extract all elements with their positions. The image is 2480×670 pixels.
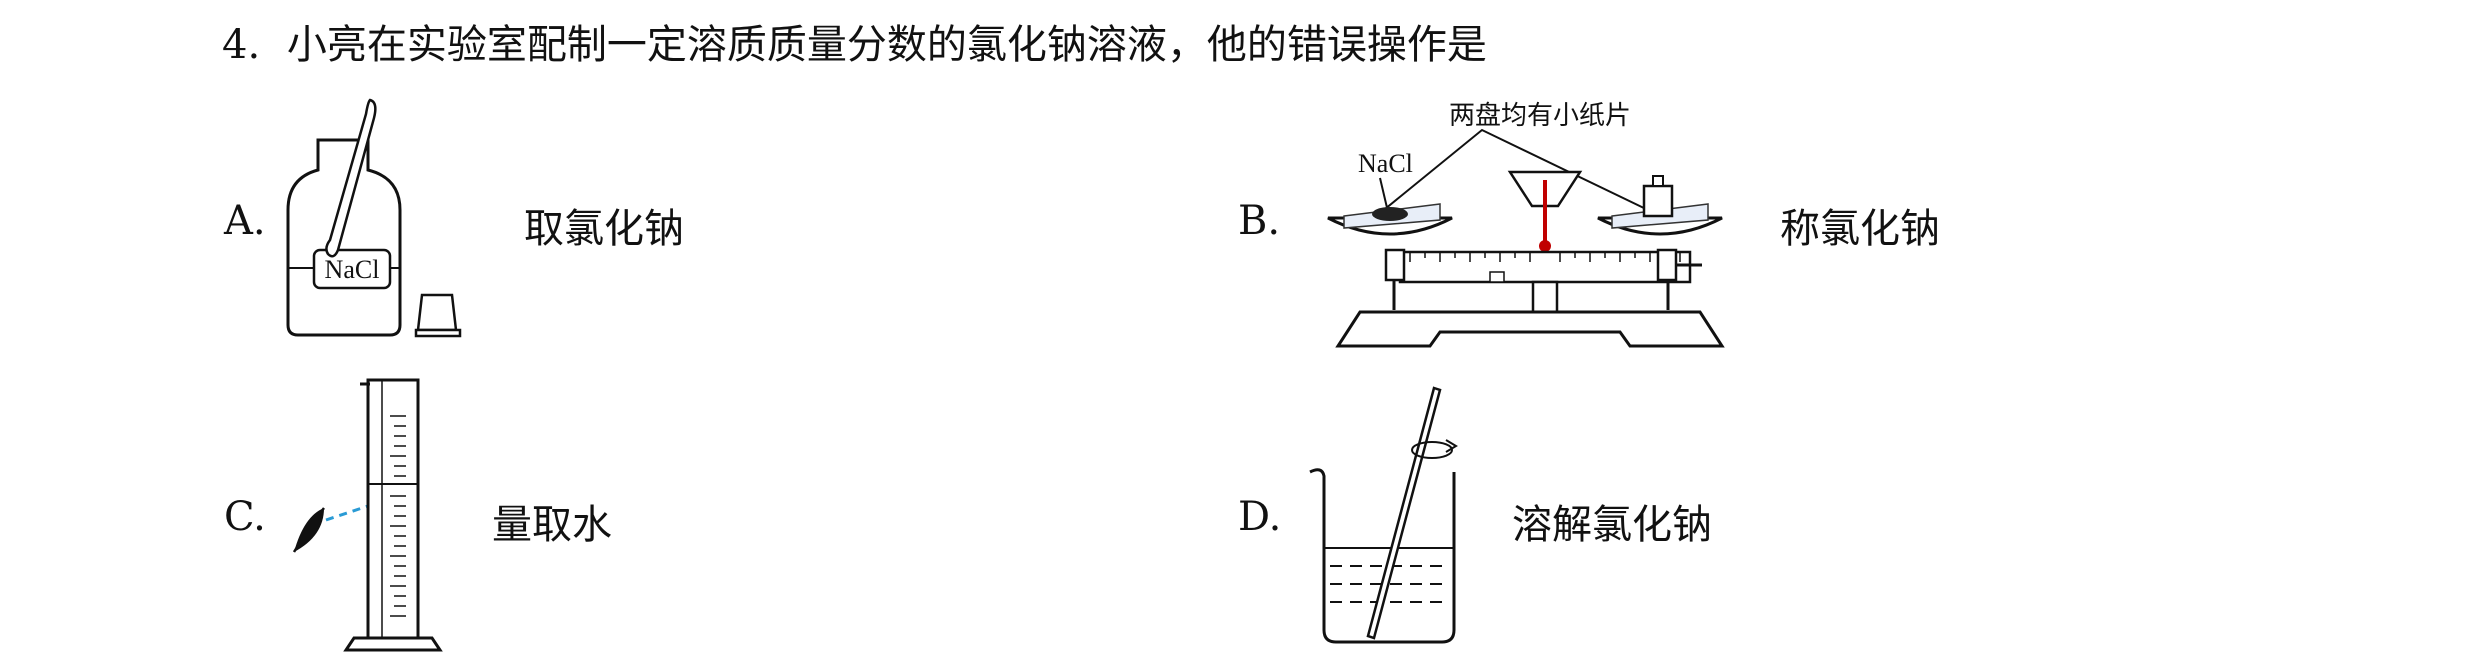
option-a-text: 取氯化钠 — [524, 206, 684, 252]
option-d-letter[interactable]: D. — [1238, 494, 1282, 540]
pan-note: 两盘均有小纸片 — [1449, 101, 1631, 131]
option-b-letter[interactable]: B. — [1238, 198, 1281, 244]
option-c-letter[interactable]: C. — [224, 494, 266, 540]
balance-base-icon — [1335, 310, 1725, 348]
option-b-text: 称氯化钠 — [1780, 206, 1940, 252]
option-d-figure-beaker — [1309, 386, 1458, 644]
option-a-figure-reagent-bottle: NaCl — [286, 98, 462, 338]
weight-icon — [1642, 184, 1674, 218]
beaker-icon — [1309, 468, 1456, 644]
pan-label: NaCl — [1358, 149, 1413, 178]
reagent-bottle-icon — [286, 138, 402, 337]
stopper-icon — [416, 293, 458, 332]
spatula-icon — [325, 98, 377, 258]
option-c-figure-graduated-cylinder — [292, 378, 443, 652]
option-a-letter[interactable]: A. — [224, 198, 266, 244]
bottle-label: NaCl — [325, 255, 380, 284]
graduated-cylinder-icon — [366, 378, 420, 640]
option-b-figure-balance: 两盘均有小纸片 NaCl — [1327, 101, 1725, 348]
question-number: 4. — [222, 22, 261, 68]
question-stem: 4. 小亮在实验室配制一定溶质质量分数的氯化钠溶液，他的错误操作是 — [222, 12, 1487, 70]
question-text: 小亮在实验室配制一定溶质质量分数的氯化钠溶液，他的错误操作是 — [286, 22, 1487, 68]
option-c-text: 量取水 — [492, 502, 612, 548]
option-d-text: 溶解氯化钠 — [1512, 502, 1712, 548]
glass-rod-icon — [1366, 386, 1442, 640]
